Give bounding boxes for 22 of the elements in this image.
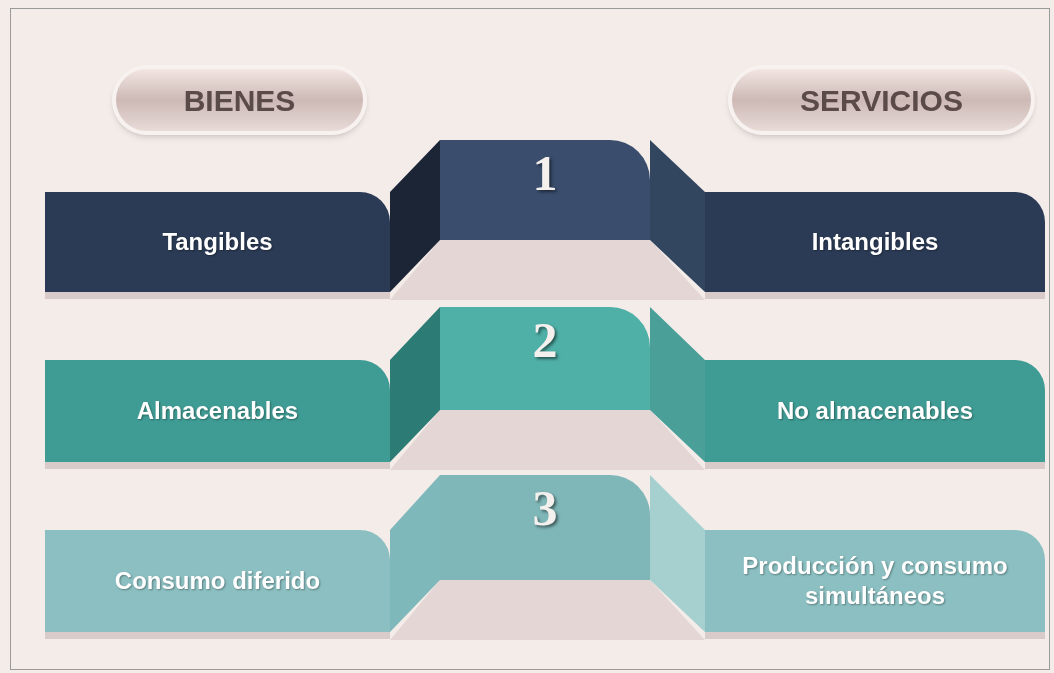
ribbon-panel: [705, 530, 1045, 632]
feature-text: No almacenables: [776, 396, 974, 426]
row-number: 3: [532, 483, 558, 533]
feature-text: Producción y consumo simultáneos: [741, 551, 1009, 611]
feature-text: Intangibles: [811, 227, 939, 257]
number-panel: [440, 140, 650, 240]
ribbon-panel: [45, 530, 390, 632]
ribbon-panel: [705, 360, 1045, 462]
ribbon-panel: [705, 192, 1045, 292]
header-pill: [112, 65, 367, 135]
number-panel: [440, 307, 650, 410]
header-text: BIENES: [183, 82, 296, 119]
ribbon-panel: [45, 192, 390, 292]
row-number: 1: [532, 148, 558, 198]
header-pill: [728, 65, 1035, 135]
feature-text: Consumo diferido: [114, 566, 321, 596]
number-panel: [440, 475, 650, 580]
feature-text: Almacenables: [136, 396, 299, 426]
ribbon-panel: [45, 360, 390, 462]
row-number: 2: [532, 315, 558, 365]
feature-text: Tangibles: [162, 227, 273, 257]
header-text: SERVICIOS: [800, 82, 963, 119]
